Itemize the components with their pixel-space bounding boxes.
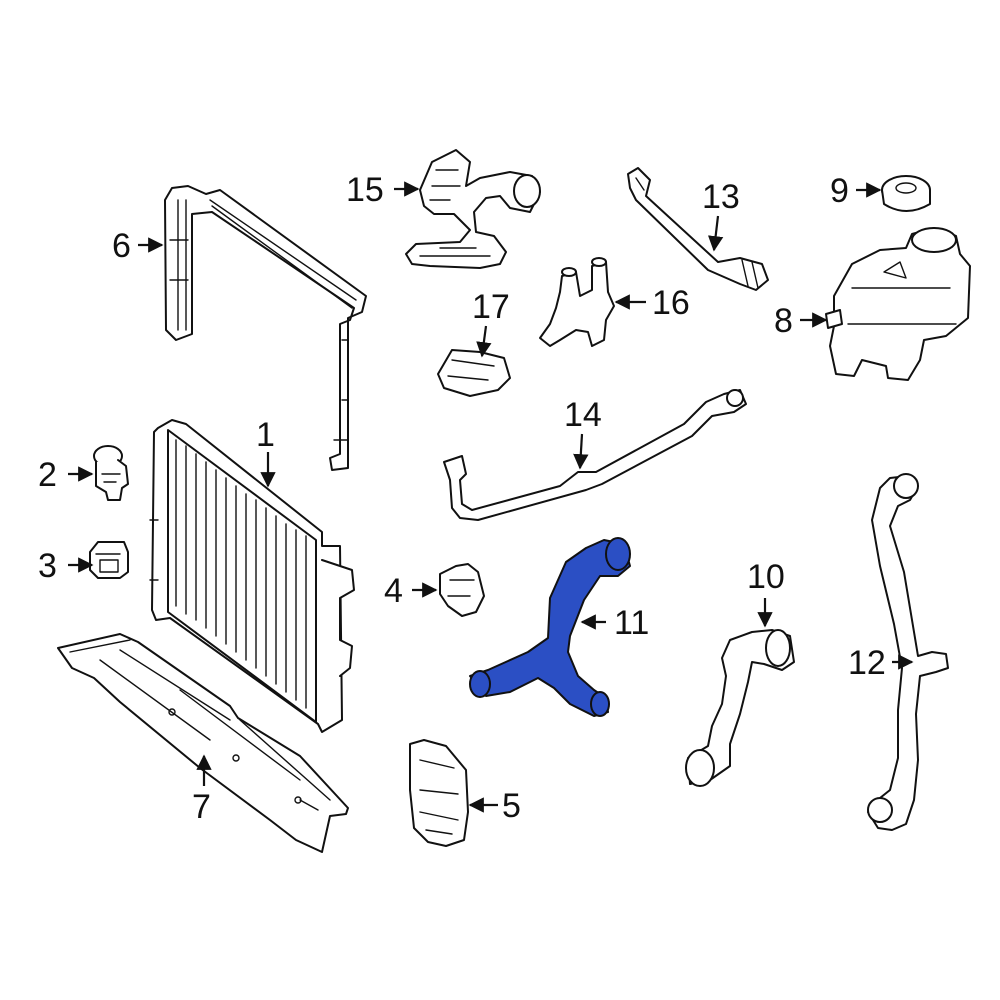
part-1-radiator[interactable] (149, 419, 355, 733)
callout-6: 6 (112, 227, 131, 265)
part-7-air-deflector[interactable] (57, 633, 349, 853)
callout-4: 4 (384, 572, 403, 610)
callout-8: 8 (774, 302, 793, 340)
part-8-expansion-tank[interactable] (825, 227, 971, 381)
part-6-radiator-support[interactable] (164, 185, 367, 471)
part-3-mount[interactable] (89, 541, 129, 579)
part-14-pipe-line[interactable] (443, 389, 747, 521)
callout-11: 11 (614, 604, 649, 642)
part-5-bracket[interactable] (409, 739, 469, 847)
part-15-hose-assembly[interactable] (405, 149, 541, 269)
callout-16: 16 (652, 284, 690, 322)
callout-15: 15 (346, 171, 384, 209)
callout-labels: 1 2 3 4 5 6 7 8 9 10 11 12 13 14 15 16 1… (38, 171, 886, 826)
callout-7: 7 (192, 788, 211, 826)
part-9-cap[interactable] (881, 175, 931, 212)
callout-3: 3 (38, 547, 57, 585)
callout-17: 17 (472, 288, 510, 326)
callout-14: 14 (564, 396, 602, 434)
callout-13: 13 (702, 178, 740, 216)
part-10-hose[interactable] (685, 629, 795, 787)
part-13-pipe[interactable] (627, 167, 769, 291)
callout-12: 12 (848, 644, 886, 682)
part-17-bracket[interactable] (437, 349, 511, 397)
leader-lines (68, 181, 914, 813)
callout-1: 1 (256, 416, 275, 454)
callout-5: 5 (502, 787, 521, 825)
part-12-long-hose[interactable] (867, 473, 949, 831)
part-2-clip[interactable] (93, 445, 129, 501)
callout-9: 9 (830, 172, 849, 210)
callout-2: 2 (38, 456, 57, 494)
part-4-bracket[interactable] (439, 563, 485, 617)
part-16-valve[interactable] (539, 257, 615, 347)
callout-10: 10 (747, 558, 785, 596)
part-11-hose[interactable] (469, 537, 631, 717)
